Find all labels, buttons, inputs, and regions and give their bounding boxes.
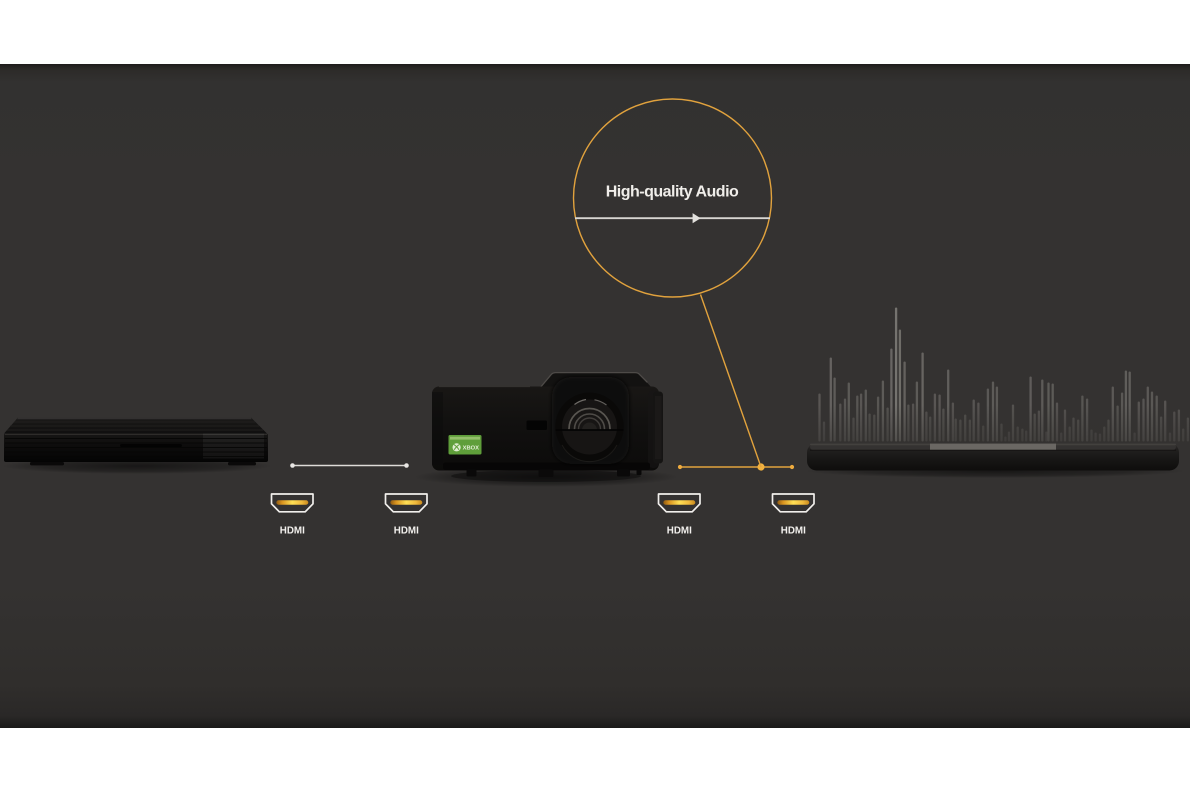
svg-text:HDMI: HDMI	[667, 526, 692, 537]
svg-text:High-quality Audio: High-quality Audio	[606, 184, 739, 201]
svg-text:HDMI: HDMI	[394, 526, 419, 537]
svg-text:HDMI: HDMI	[280, 526, 305, 537]
svg-text:XBOX: XBOX	[463, 446, 480, 452]
svg-text:HDMI: HDMI	[781, 526, 806, 537]
